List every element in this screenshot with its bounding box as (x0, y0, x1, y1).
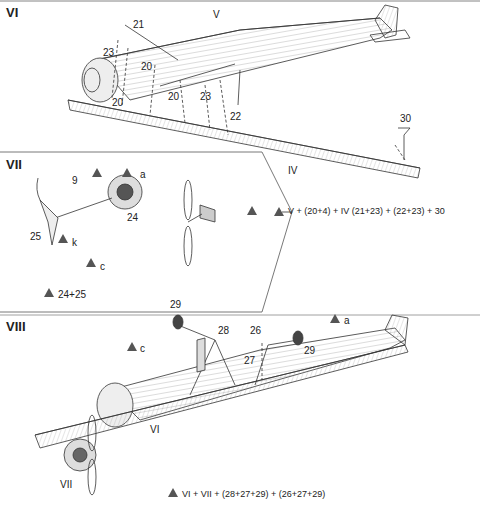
callout-number: 23 (103, 48, 114, 58)
callout-number: 26 (250, 326, 261, 336)
callout-number: 30 (400, 114, 411, 124)
callout-number: VII (60, 480, 72, 490)
callout-number: IV (288, 166, 297, 176)
callout-number: 20 (112, 98, 123, 108)
callout-number: 23 (200, 92, 211, 102)
callout-number: 21 (133, 20, 144, 30)
callout-number: VI (150, 425, 159, 435)
callout-number: 9 (72, 176, 78, 186)
callout-number: V (213, 10, 220, 20)
callout-number: a (344, 316, 350, 326)
section-number: VI (6, 6, 18, 19)
callout-number: 20 (168, 92, 179, 102)
callout-number: 25 (30, 232, 41, 242)
callout-number: a (140, 170, 146, 180)
callout-number: 29 (170, 300, 181, 310)
section-number: VIII (6, 320, 26, 333)
callout-number: 22 (230, 112, 241, 122)
callout-number: 29 (304, 346, 315, 356)
callout-number: 20 (141, 62, 152, 72)
callout-number: 27 (244, 356, 255, 366)
callout-number: c (140, 344, 145, 354)
callout-number: 28 (218, 326, 229, 336)
callout-number: k (72, 238, 77, 248)
assembly-formula: V + (20+4) + IV (21+23) + (22+23) + 30 (288, 207, 445, 216)
callout-number: c (100, 262, 105, 272)
callout-number: 24+25 (58, 290, 86, 300)
callout-number: 24 (127, 213, 138, 223)
assembly-formula: VI + VII + (28+27+29) + (26+27+29) (182, 490, 325, 499)
section-number: VII (6, 158, 22, 171)
